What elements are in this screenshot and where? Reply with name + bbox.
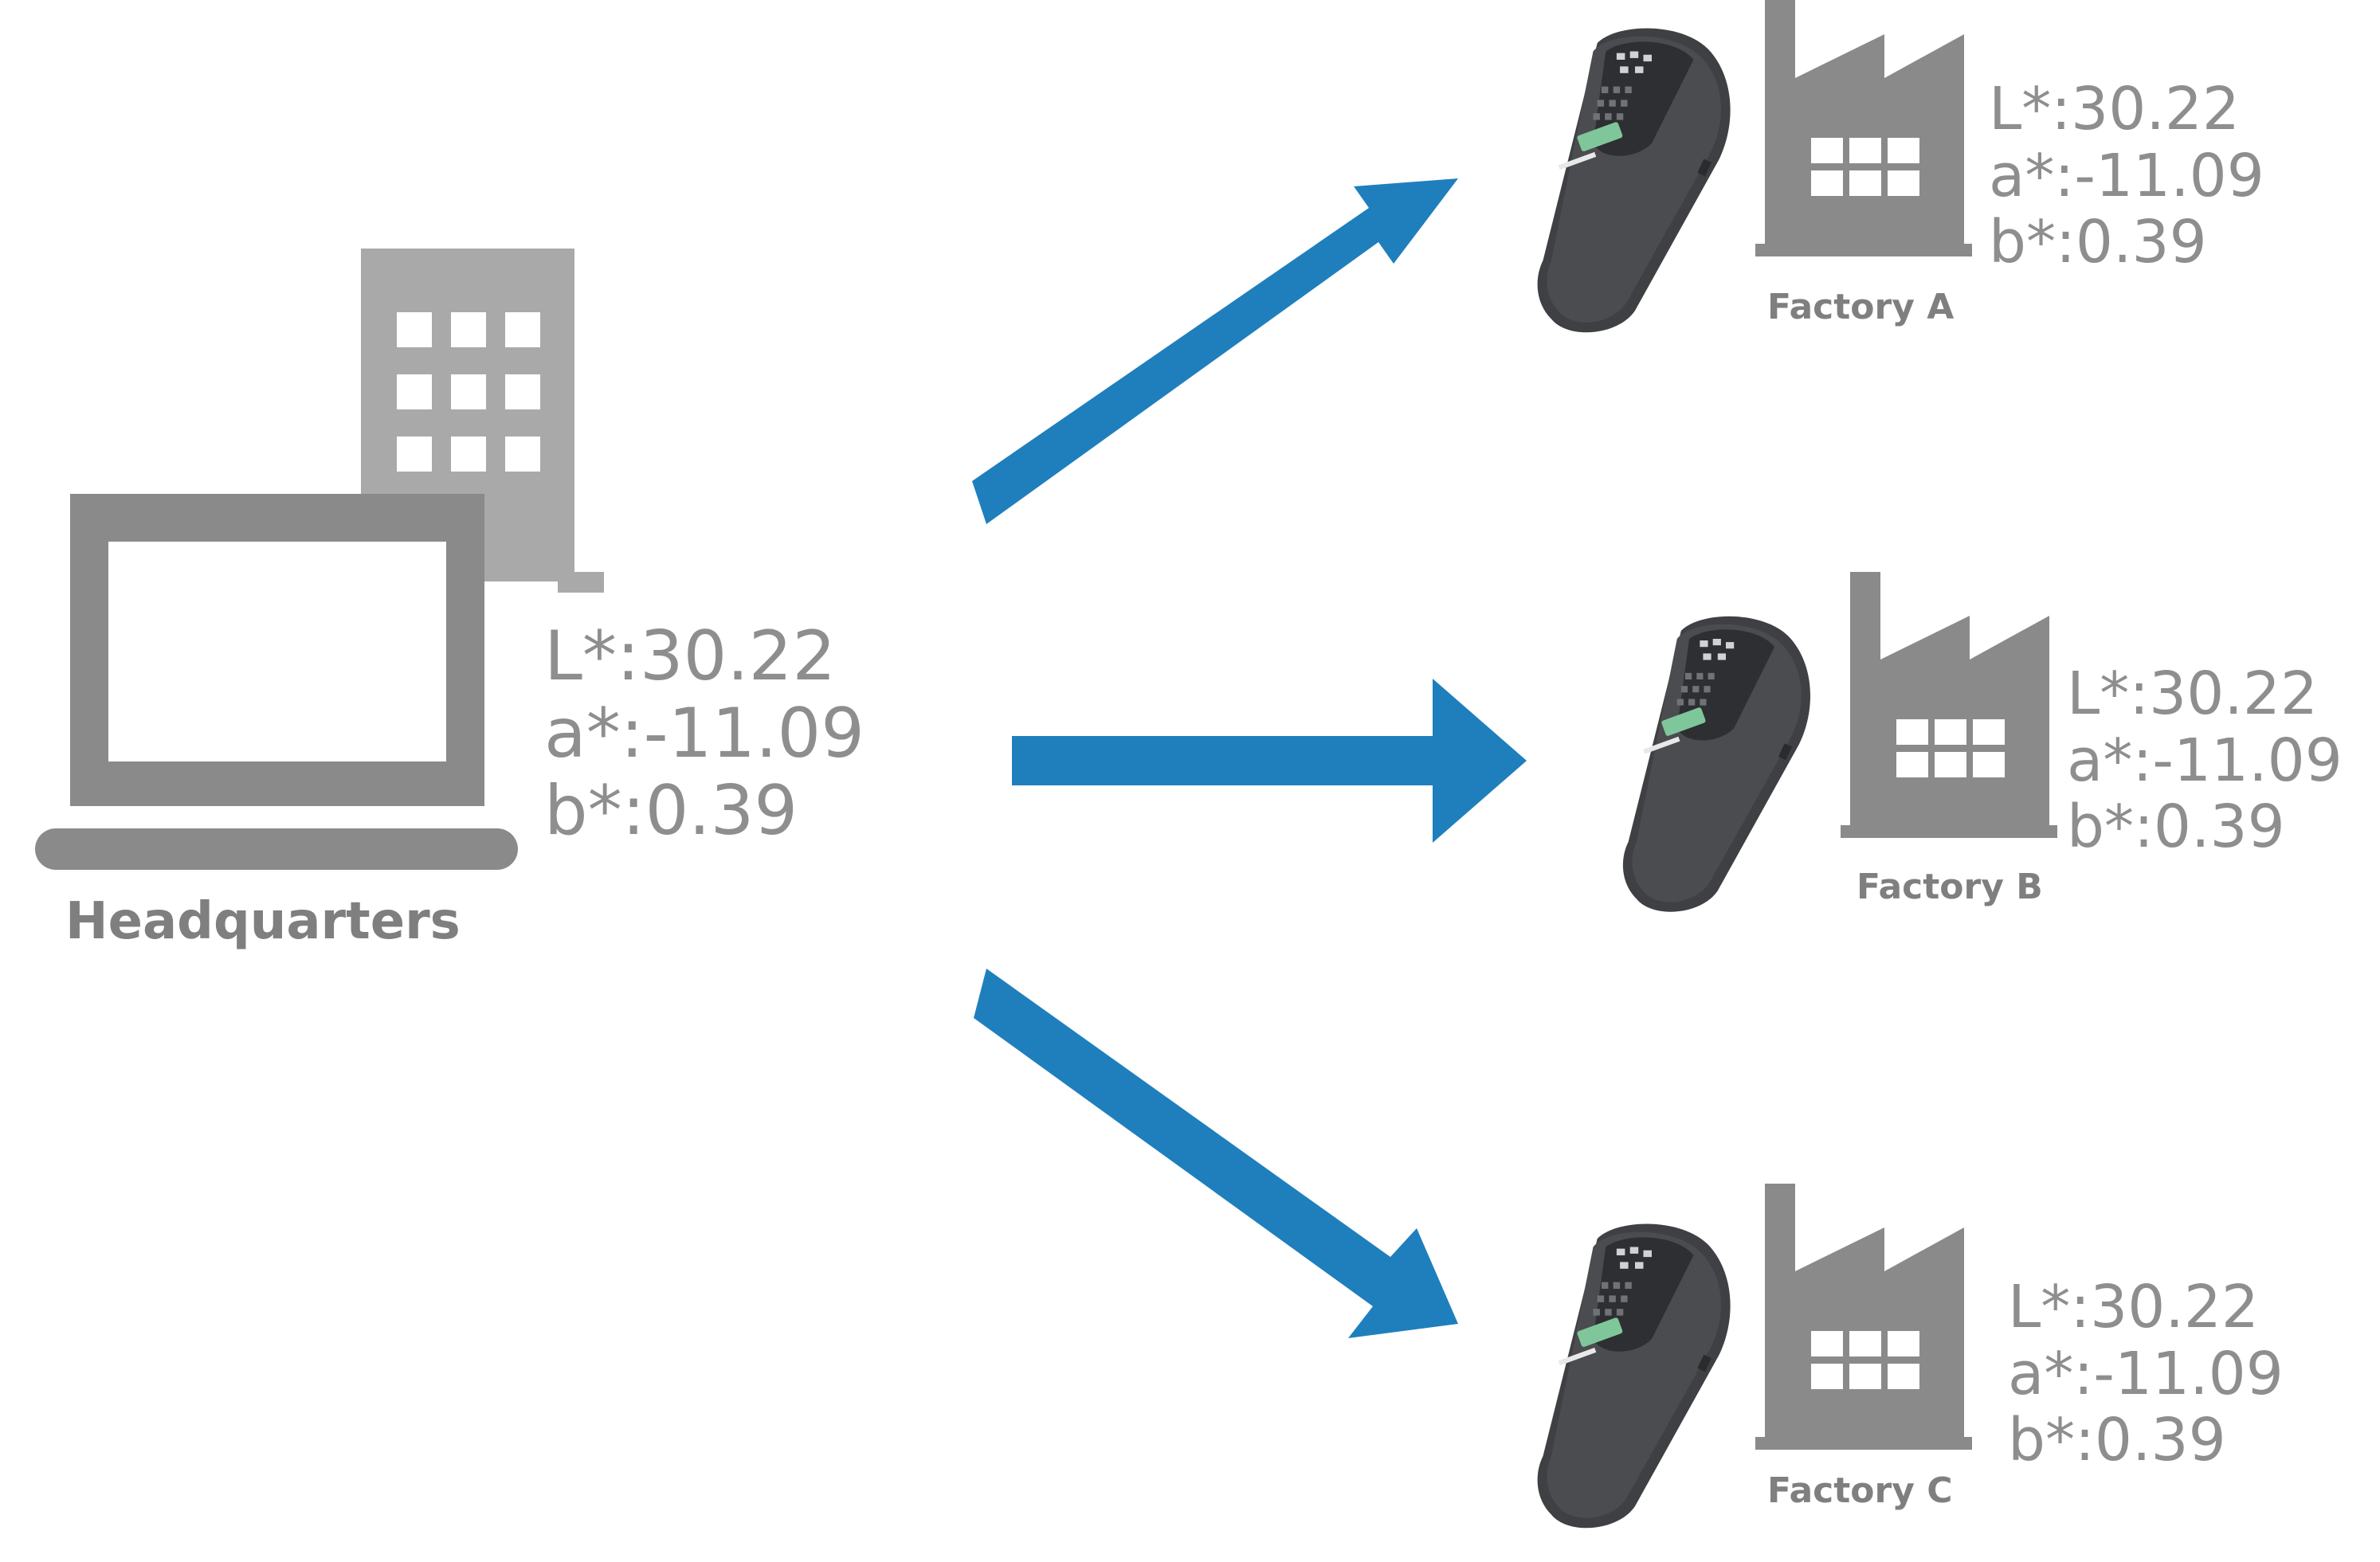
lightness-value: L*:30.22 (544, 617, 837, 696)
factory-icon (1841, 572, 2057, 838)
b-value: b*:0.39 (2008, 1406, 2226, 1475)
spectrophotometer-icon (1537, 28, 1731, 333)
factory-c-color-values: L*:30.22 a*:-11.09 b*:0.39 (2008, 1274, 2284, 1474)
factory-a-color-values: L*:30.22 a*:-11.09 b*:0.39 (1989, 76, 2264, 276)
lightness-value: L*:30.22 (2067, 660, 2319, 728)
a-value: a*:-11.09 (544, 694, 865, 774)
arrow-to-factory-a (972, 178, 1458, 524)
spectrophotometer-icon (1622, 616, 1811, 912)
factory-b-label: Factory B (1857, 867, 2043, 907)
factory-icon (1755, 1184, 1972, 1450)
arrow-to-factory-b (1012, 679, 1527, 843)
factory-a-label: Factory A (1767, 287, 1955, 327)
headquarters-color-values: L*:30.22 a*:-11.09 b*:0.39 (544, 617, 865, 851)
factory-b-color-values: L*:30.22 a*:-11.09 b*:0.39 (2067, 660, 2343, 862)
b-value: b*:0.39 (1989, 208, 2207, 277)
spectrophotometer-icon (1537, 1223, 1731, 1529)
b-value: b*:0.39 (544, 771, 798, 851)
lightness-value: L*:30.22 (1989, 75, 2241, 143)
arrow-to-factory-c (974, 969, 1458, 1338)
laptop-icon (35, 494, 518, 870)
a-value: a*:-11.09 (1989, 141, 2264, 210)
b-value: b*:0.39 (2067, 793, 2285, 862)
factory-icon (1755, 0, 1972, 256)
headquarters-label: Headquarters (65, 892, 461, 951)
a-value: a*:-11.09 (2067, 726, 2343, 795)
lightness-value: L*:30.22 (2008, 1273, 2260, 1341)
a-value: a*:-11.09 (2008, 1339, 2284, 1408)
factory-c-label: Factory C (1767, 1470, 1953, 1511)
